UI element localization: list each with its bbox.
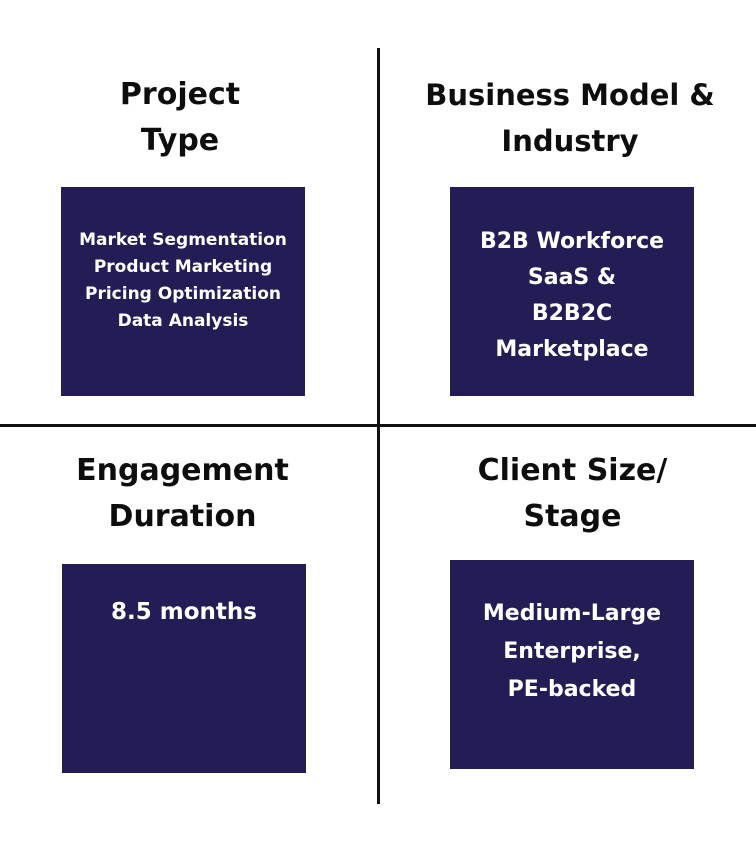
business-model-heading: Business Model & Industry bbox=[420, 72, 720, 164]
engagement-duration-heading: Engagement Duration bbox=[60, 448, 305, 540]
box-item: Market Segmentation bbox=[79, 230, 287, 250]
project-type-box: Market Segmentation Product Marketing Pr… bbox=[61, 187, 305, 396]
heading-line: Type bbox=[140, 123, 220, 158]
engagement-duration-box: 8.5 months bbox=[62, 564, 306, 773]
box-item: Enterprise, bbox=[503, 639, 641, 664]
box-item: B2B2C bbox=[531, 301, 613, 326]
heading-line: Engagement bbox=[76, 453, 289, 488]
heading-line: Business Model & bbox=[425, 78, 715, 112]
heading-line: Project bbox=[119, 77, 241, 112]
heading-line: Stage bbox=[523, 499, 622, 534]
box-item: Pricing Optimization bbox=[85, 284, 281, 304]
client-size-heading: Client Size/ Stage bbox=[440, 448, 705, 540]
horizontal-divider bbox=[0, 424, 756, 427]
heading-line: Client Size/ bbox=[477, 453, 668, 488]
heading-line: Industry bbox=[501, 124, 639, 158]
business-model-box: B2B Workforce SaaS & B2B2C Marketplace bbox=[450, 187, 694, 396]
box-item: Data Analysis bbox=[117, 311, 249, 331]
client-size-box: Medium-Large Enterprise, PE-backed bbox=[450, 560, 694, 769]
box-item: PE-backed bbox=[507, 677, 637, 702]
box-item: Product Marketing bbox=[93, 257, 273, 277]
box-item: Marketplace bbox=[495, 337, 649, 362]
heading-line: Duration bbox=[108, 499, 257, 534]
box-item: Medium-Large bbox=[482, 601, 662, 626]
box-item: SaaS & bbox=[527, 265, 617, 290]
project-type-heading: Project Type bbox=[60, 72, 300, 164]
box-item: B2B Workforce bbox=[479, 229, 665, 254]
box-item: 8.5 months bbox=[111, 599, 257, 625]
